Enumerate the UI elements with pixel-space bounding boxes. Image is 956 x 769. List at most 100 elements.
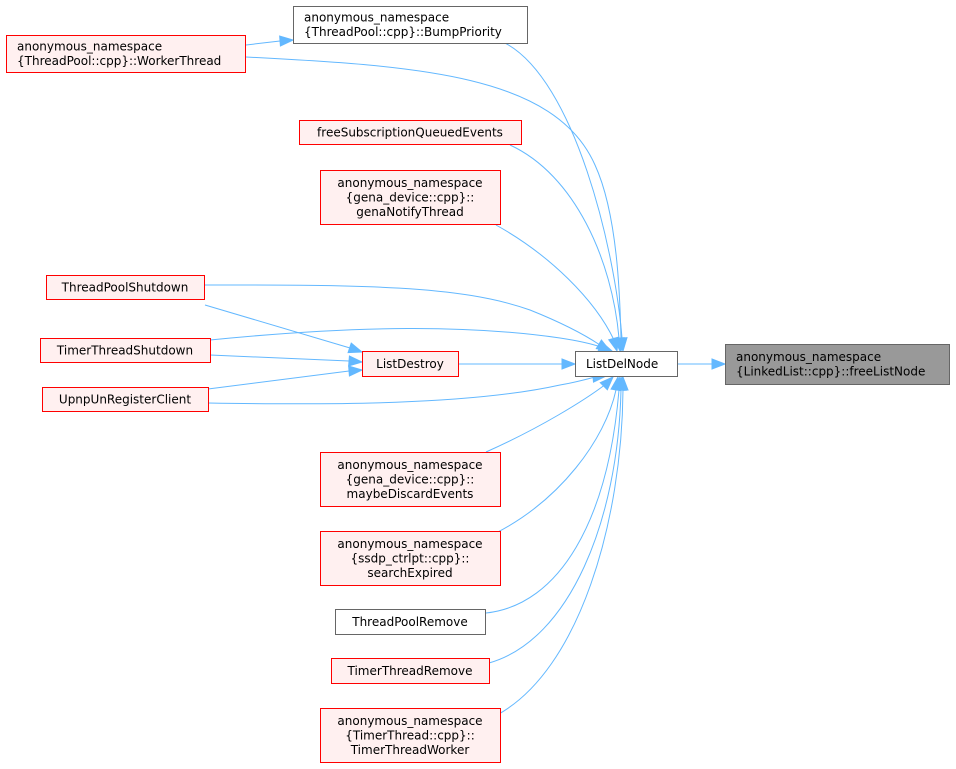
node-box (40, 338, 211, 363)
node-box (335, 609, 486, 635)
edges-layer (204, 35, 727, 716)
arrowhead-icon (617, 375, 629, 391)
node-label-line: ThreadPoolRemove (351, 615, 467, 629)
edge-line (209, 327, 602, 348)
edge-bump-to-list_del (504, 42, 628, 353)
edge-line (485, 383, 607, 453)
arrowhead-icon (348, 365, 364, 377)
node-box (725, 344, 950, 385)
node-box (362, 351, 459, 377)
edge-upnp_unreg-to-list_destroy (207, 365, 364, 390)
node-gena-notify[interactable]: anonymous_namespace{gena_device::cpp}::g… (320, 170, 501, 225)
edge-freesub-to-list_del (509, 144, 625, 353)
arrowhead-icon (599, 376, 614, 391)
node-label-line: maybeDiscardEvents (347, 487, 474, 501)
node-box (320, 170, 501, 225)
edge-tt_worker-to-list_del (496, 375, 629, 716)
node-free-list[interactable]: anonymous_namespace{LinkedList::cpp}::fr… (725, 344, 950, 385)
node-label-line: TimerThreadRemove (347, 664, 473, 678)
node-label-line: UpnpUnRegisterClient (59, 392, 191, 406)
edge-line (496, 389, 624, 716)
node-label-line: anonymous_namespace (304, 11, 449, 25)
node-label-line: anonymous_namespace (337, 176, 482, 190)
node-box (320, 452, 501, 507)
edge-maybe_discard-to-list_del (485, 376, 614, 453)
node-label-line: searchExpired (367, 566, 452, 580)
node-label-line: {gena_device::cpp}:: (346, 472, 475, 486)
edge-list_destroy-to-list_del (458, 358, 577, 370)
edge-tp_shutdown-to-list_del (204, 284, 612, 352)
node-label-line: {LinkedList::cpp}::freeListNode (736, 365, 925, 379)
node-box (6, 35, 246, 73)
arrowhead-icon (607, 336, 619, 353)
node-label-line: anonymous_namespace (736, 350, 881, 364)
node-box (42, 387, 209, 412)
edge-line (245, 56, 622, 339)
node-tp-shutdown[interactable]: ThreadPoolShutdown (46, 275, 205, 300)
node-bump[interactable]: anonymous_namespace{ThreadPool::cpp}::Bu… (293, 6, 528, 44)
node-tt-remove[interactable]: TimerThreadRemove (331, 658, 490, 684)
arrowhead-icon (711, 358, 727, 370)
node-label-line: genaNotifyThread (356, 205, 463, 219)
node-box (331, 658, 490, 684)
edge-tt_shutdown-to-list_destroy (209, 354, 364, 367)
edge-line (504, 42, 623, 339)
node-box (320, 531, 501, 586)
node-box (299, 120, 522, 145)
node-label-line: anonymous_namespace (337, 458, 482, 472)
node-search-expired[interactable]: anonymous_namespace{ssdp_ctrlpt::cpp}::s… (320, 531, 501, 586)
edge-line (495, 224, 615, 341)
node-list-destroy[interactable]: ListDestroy (362, 351, 459, 377)
node-label-line: {ThreadPool::cpp}::WorkerThread (17, 54, 221, 68)
node-label-line: {gena_device::cpp}:: (346, 190, 475, 204)
edge-line (207, 370, 350, 390)
edge-search_expired-to-list_del (495, 375, 622, 534)
node-label-line: anonymous_namespace (17, 40, 162, 54)
node-box (46, 275, 205, 300)
edge-tp_remove-to-list_del (485, 375, 625, 614)
edge-tt_remove-to-list_del (488, 375, 627, 664)
edge-line (245, 40, 281, 46)
arrowhead-icon (279, 35, 295, 47)
node-label-line: ListDelNode (586, 357, 658, 371)
arrowhead-icon (347, 342, 364, 354)
edge-line (204, 284, 601, 346)
node-label-line: {ssdp_ctrlpt::cpp}:: (351, 551, 470, 565)
node-label-line: TimerThreadShutdown (56, 343, 193, 357)
node-label-line: {ThreadPool::cpp}::BumpPriority (304, 25, 502, 39)
node-label-line: ListDestroy (376, 357, 444, 371)
arrowhead-icon (561, 358, 577, 370)
arrowhead-icon (348, 355, 364, 367)
node-label-line: {TimerThread::cpp}:: (345, 728, 475, 742)
node-tp-remove[interactable]: ThreadPoolRemove (335, 609, 486, 635)
edge-line (509, 144, 620, 339)
nodes-layer: anonymous_namespace{ThreadPool::cpp}::Bu… (6, 6, 950, 763)
edge-line (488, 389, 622, 664)
node-maybe-discard[interactable]: anonymous_namespace{gena_device::cpp}::m… (320, 452, 501, 507)
node-freesub[interactable]: freeSubscriptionQueuedEvents (299, 120, 522, 145)
edge-tt_shutdown-to-list_del (209, 327, 614, 352)
node-label-line: TimerThreadWorker (350, 743, 470, 757)
node-label-line: anonymous_namespace (337, 714, 482, 728)
node-upnp-unreg[interactable]: UpnpUnRegisterClient (42, 387, 209, 412)
node-label-line: freeSubscriptionQueuedEvents (317, 125, 503, 139)
node-worker[interactable]: anonymous_namespace{ThreadPool::cpp}::Wo… (6, 35, 246, 73)
edge-gena_notify-to-list_del (495, 224, 619, 353)
edge-line (207, 376, 596, 405)
node-box (575, 351, 678, 377)
node-box (320, 708, 501, 763)
node-tt-worker[interactable]: anonymous_namespace{TimerThread::cpp}::T… (320, 708, 501, 763)
node-box (293, 6, 528, 44)
edge-line (209, 354, 350, 362)
edge-list_del-to-free_list (677, 358, 727, 370)
edge-worker-to-bump (245, 35, 295, 47)
edge-line (204, 304, 351, 349)
node-list-del[interactable]: ListDelNode (575, 351, 678, 377)
node-label-line: ThreadPoolShutdown (61, 280, 189, 294)
edge-line (485, 389, 620, 614)
node-tt-shutdown[interactable]: TimerThreadShutdown (40, 338, 211, 363)
edge-tp_shutdown-to-list_destroy (204, 304, 364, 354)
node-label-line: anonymous_namespace (337, 537, 482, 551)
edge-line (495, 389, 617, 534)
